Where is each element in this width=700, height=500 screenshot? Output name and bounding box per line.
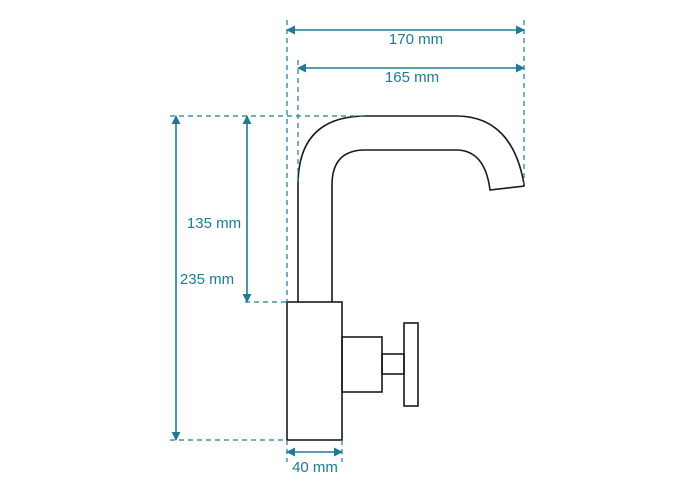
handle-connector — [341, 336, 383, 393]
label-170mm: 170 mm — [389, 31, 443, 48]
label-235mm: 235 mm — [180, 271, 234, 288]
faucet-base — [286, 301, 343, 441]
handle-stem — [381, 353, 405, 375]
faucet-spout — [297, 115, 525, 302]
dimension-lines — [171, 25, 525, 457]
faucet-outline — [286, 115, 525, 441]
label-40mm: 40 mm — [292, 459, 338, 476]
label-135mm: 135 mm — [187, 215, 241, 232]
extension-lines — [170, 20, 525, 462]
label-165mm: 165 mm — [385, 69, 439, 86]
handle-knob — [403, 322, 419, 407]
